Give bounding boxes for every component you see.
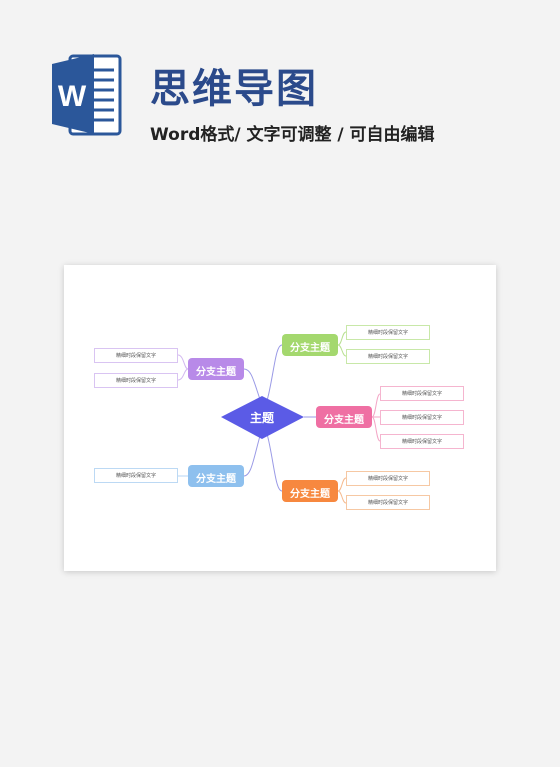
branch-top-right-label[interactable]: 分支主题 xyxy=(290,343,330,354)
leaf-top-right-1[interactable]: 精细时段保留文字 xyxy=(346,325,430,340)
page-subtitle: Word格式/ 文字可调整 / 可自由编辑 xyxy=(150,125,435,145)
mindmap-connectors xyxy=(177,331,381,504)
leaf-top-right-2[interactable]: 精细时段保留文字 xyxy=(346,349,430,364)
leaf-mid-right-2[interactable]: 精细时段保留文字 xyxy=(380,410,464,425)
branch-bottom-left-shape xyxy=(188,465,244,487)
leaf-mid-right-1[interactable]: 精细时段保留文字 xyxy=(380,386,464,401)
branch-bottom-right-label[interactable]: 分支主题 xyxy=(290,489,330,500)
branch-bottom-right-shape xyxy=(282,480,338,502)
branch-top-left-shape xyxy=(188,358,244,380)
leaf-top-left-2[interactable]: 精细时段保留文字 xyxy=(94,373,178,388)
center-topic-diamond xyxy=(221,396,304,439)
branch-mid-right-label[interactable]: 分支主题 xyxy=(324,415,364,426)
leaf-top-left-1[interactable]: 精细时段保留文字 xyxy=(94,348,178,363)
branch-top-left-label[interactable]: 分支主题 xyxy=(196,367,236,378)
word-logo-letter: W xyxy=(58,80,87,113)
leaf-bottom-right-1[interactable]: 精细时段保留文字 xyxy=(346,471,430,486)
page-title: 思维导图 xyxy=(150,66,318,112)
branch-mid-right-shape xyxy=(316,406,372,428)
branch-bottom-left-label[interactable]: 分支主题 xyxy=(196,474,236,485)
word-icon: W xyxy=(52,54,122,136)
leaf-bottom-left-1[interactable]: 精细时段保留文字 xyxy=(94,468,178,483)
branch-top-right-shape xyxy=(282,334,338,356)
mindmap-card: 主题 分支主题 分支主题 分支主题 分支主题 分支主题 精细时段保留文字 精细时… xyxy=(64,265,496,571)
center-topic-label[interactable]: 主题 xyxy=(249,411,274,425)
leaf-bottom-right-2[interactable]: 精细时段保留文字 xyxy=(346,495,430,510)
leaf-mid-right-3[interactable]: 精细时段保留文字 xyxy=(380,434,464,449)
